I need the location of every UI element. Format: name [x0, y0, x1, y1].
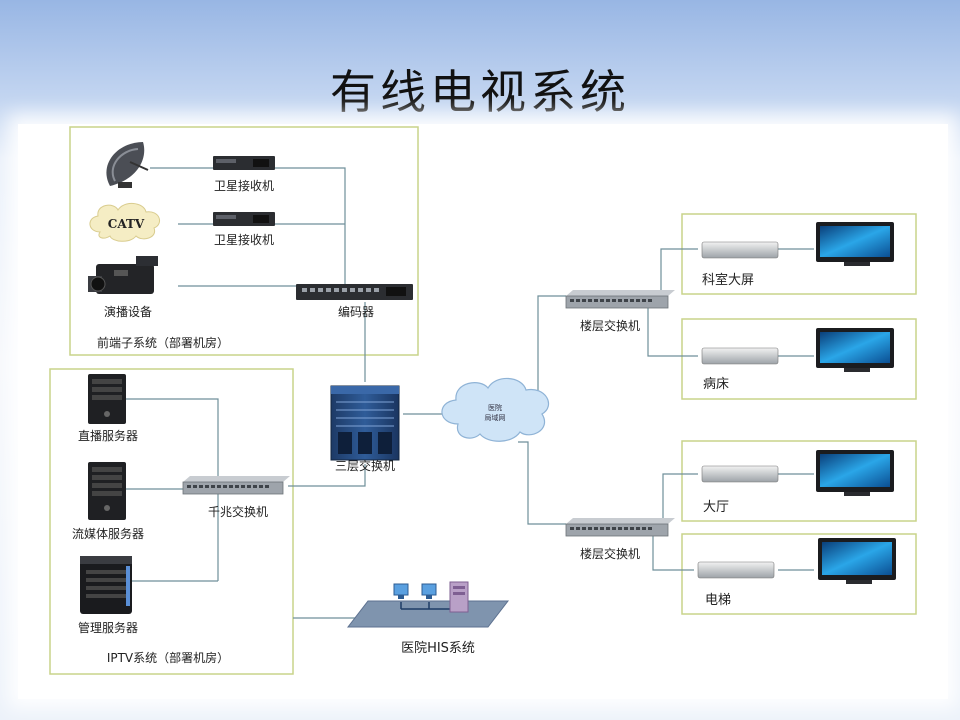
iptv-system-box — [49, 368, 294, 675]
satellite-receiver-1-label: 卫星接收机 — [214, 178, 274, 193]
hospital-lan-label-line2: 局域网 — [485, 413, 506, 422]
satellite-receiver-2-icon — [213, 212, 275, 226]
media-server-label: 流媒体服务器 — [72, 526, 144, 541]
floor-switch-top-label: 楼层交换机 — [580, 318, 640, 333]
catv-cloud-icon — [89, 203, 161, 242]
live-server-icon — [88, 374, 126, 424]
management-server-label: 管理服务器 — [78, 620, 138, 635]
encoder-icon — [296, 284, 413, 300]
floor-switch-top-icon — [565, 290, 675, 309]
endpoint-box-dept-screen — [681, 213, 917, 295]
layer3-switch-label: 三层交换机 — [335, 458, 395, 473]
hospital-lan-cloud-icon — [441, 377, 549, 442]
front-end-subsystem-box — [69, 126, 419, 356]
endpoint-box-elevator — [681, 533, 917, 615]
floor-switch-bottom-label: 楼层交换机 — [580, 546, 640, 561]
set-top-box-icon — [701, 347, 779, 365]
set-top-box-icon — [701, 241, 779, 259]
endpoint-dept-screen-label: 科室大屏 — [702, 272, 754, 288]
endpoint-box-ward-bed — [681, 318, 917, 400]
hospital-lan-label-line1: 医院 — [488, 403, 502, 412]
gigabit-switch-icon — [182, 476, 290, 495]
satellite-receiver-1-icon — [213, 156, 275, 170]
tv-screen-icon — [816, 450, 894, 496]
media-server-icon — [88, 462, 126, 520]
his-system-label: 医院HIS系统 — [401, 641, 475, 656]
set-top-box-icon — [697, 561, 775, 579]
catv-label: CATV — [108, 217, 145, 231]
his-network-icon — [346, 581, 510, 628]
tv-screen-icon — [818, 538, 896, 584]
endpoint-ward-bed-label: 病床 — [703, 377, 729, 392]
set-top-box-icon — [701, 465, 779, 483]
floor-switch-bottom-icon — [565, 518, 675, 537]
connection-lines — [123, 167, 814, 619]
broadcast-device-label: 演播设备 — [104, 304, 152, 319]
gigabit-switch-label: 千兆交换机 — [208, 504, 268, 519]
endpoint-box-lobby — [681, 440, 917, 522]
endpoint-lobby-label: 大厅 — [703, 500, 729, 515]
management-server-icon — [80, 556, 132, 614]
encoder-label: 编码器 — [338, 304, 374, 319]
front-end-subsystem-label: 前端子系统（部署机房） — [97, 335, 229, 350]
live-server-label: 直播服务器 — [78, 428, 138, 443]
iptv-system-label: IPTV系统（部署机房） — [107, 650, 229, 665]
endpoint-elevator-label: 电梯 — [705, 593, 731, 608]
tv-screen-icon — [816, 222, 894, 266]
video-camera-icon — [88, 256, 158, 294]
satellite-dish-icon — [106, 142, 149, 188]
page-title: 有线电视系统 — [330, 65, 630, 119]
layer3-switch-icon — [330, 385, 400, 461]
satellite-receiver-2-label: 卫星接收机 — [214, 232, 274, 247]
diagram-canvas: 卫星接收机 CATV 卫星接收机 演播设备 编码器 前端子系统（部署机房） — [18, 124, 948, 699]
tv-screen-icon — [816, 328, 894, 372]
